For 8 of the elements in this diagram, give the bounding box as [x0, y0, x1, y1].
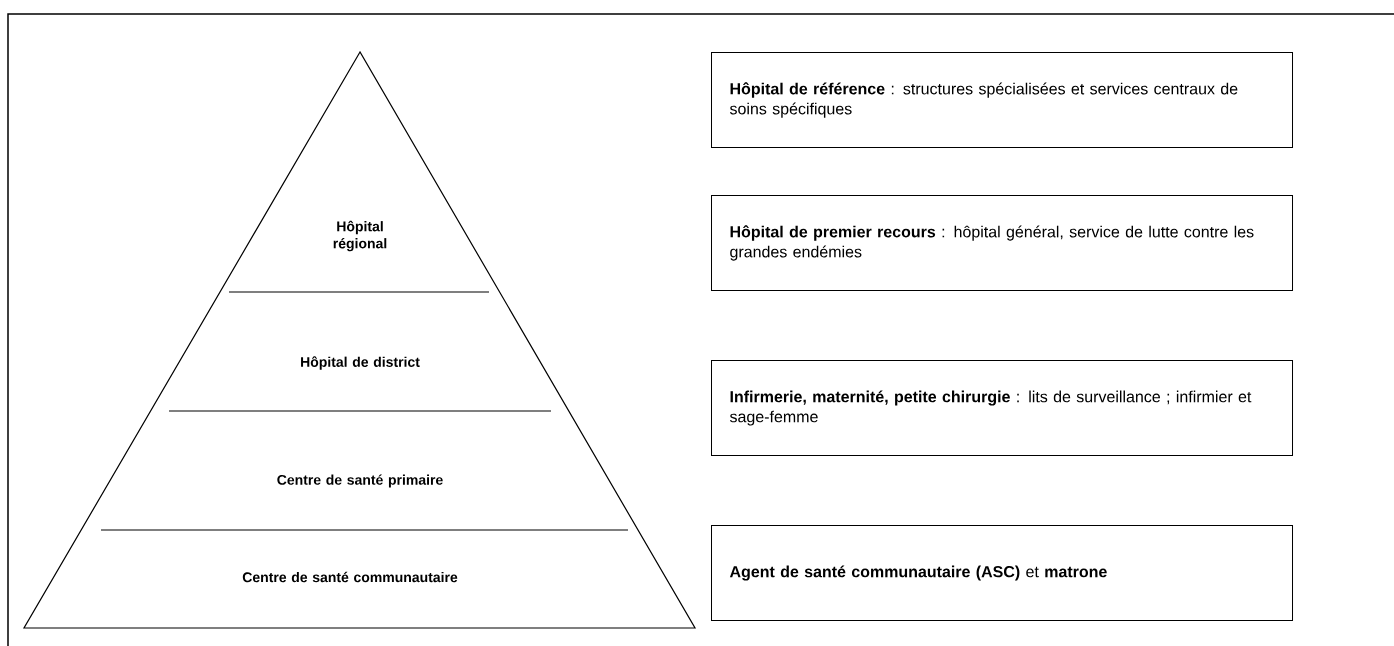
- tier-label: Centre de santé communautaire: [242, 571, 458, 583]
- description-box: Infirmerie, maternité, petite chirurgie : lits de surveillance ; infirmier et sage-femme: [711, 360, 1293, 456]
- description-box: Hôpital de premier recours : hôpital général, service de lutte contre les grandes endémies: [711, 195, 1293, 291]
- tier-label: Hôpital régional: [333, 220, 387, 252]
- tier-label: Hôpital de district: [301, 356, 420, 370]
- description-box: Agent de santé communautaire (ASC) et matrone: [711, 525, 1293, 621]
- description-box: Hôpital de référence : structures spécialisées et services centraux de soins spécifiques: [711, 52, 1293, 148]
- tier-label: Centre de santé primaire: [277, 474, 443, 488]
